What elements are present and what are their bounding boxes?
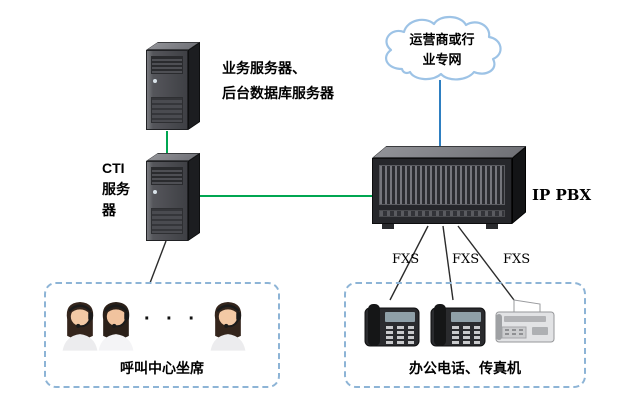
server-power-led [153,190,157,194]
office-devices-group-box: 办公电话、传真机 [344,282,586,388]
pbx-side-face [512,146,526,224]
fxs-label-3: FXS [503,252,531,267]
link-cti-to-agents [149,240,167,284]
app-server-label: 业务服务器、 后台数据库服务器 [222,60,334,101]
pbx-card-slots [379,165,505,205]
pbx-top-face [372,146,527,158]
app-server-icon [146,41,202,132]
server-drive-bay [151,56,183,74]
cti-server-icon [146,152,202,243]
ip-pbx-icon [368,146,532,234]
cti-server-label: CTI 服务 器 [102,160,130,218]
fxs-label-2: FXS [452,252,480,267]
server-side-face [188,152,200,241]
call-center-group-box: · · · 呼叫中心坐席 [44,282,280,388]
cloud-label: 运营商或行 业专网 [409,32,475,67]
pbx-front-face [372,158,512,224]
server-vent [151,208,183,234]
server-side-face [188,41,200,130]
server-vent [151,97,183,123]
pbx-foot [382,224,394,229]
agent-icon [62,302,98,351]
agent-icon [210,302,246,351]
office-box-label: 办公电话、传真机 [409,360,521,376]
pbx-lower-slots [379,210,505,217]
ip-pbx-label: IP PBX [532,186,592,204]
agents-ellipsis: · · · [143,308,201,330]
fax-machine-icon [495,299,555,343]
pbx-foot [486,224,498,229]
server-power-led [153,79,157,83]
call-center-box-label: 呼叫中心坐席 [120,360,204,376]
agent-icon [98,302,134,351]
desk-phone-icon [430,304,486,347]
server-drive-bay [151,167,183,185]
cloud-icon [385,15,502,81]
desk-phone-icon [364,304,420,347]
fxs-label-1: FXS [392,252,420,267]
server-front-face [146,161,188,241]
server-front-face [146,50,188,130]
